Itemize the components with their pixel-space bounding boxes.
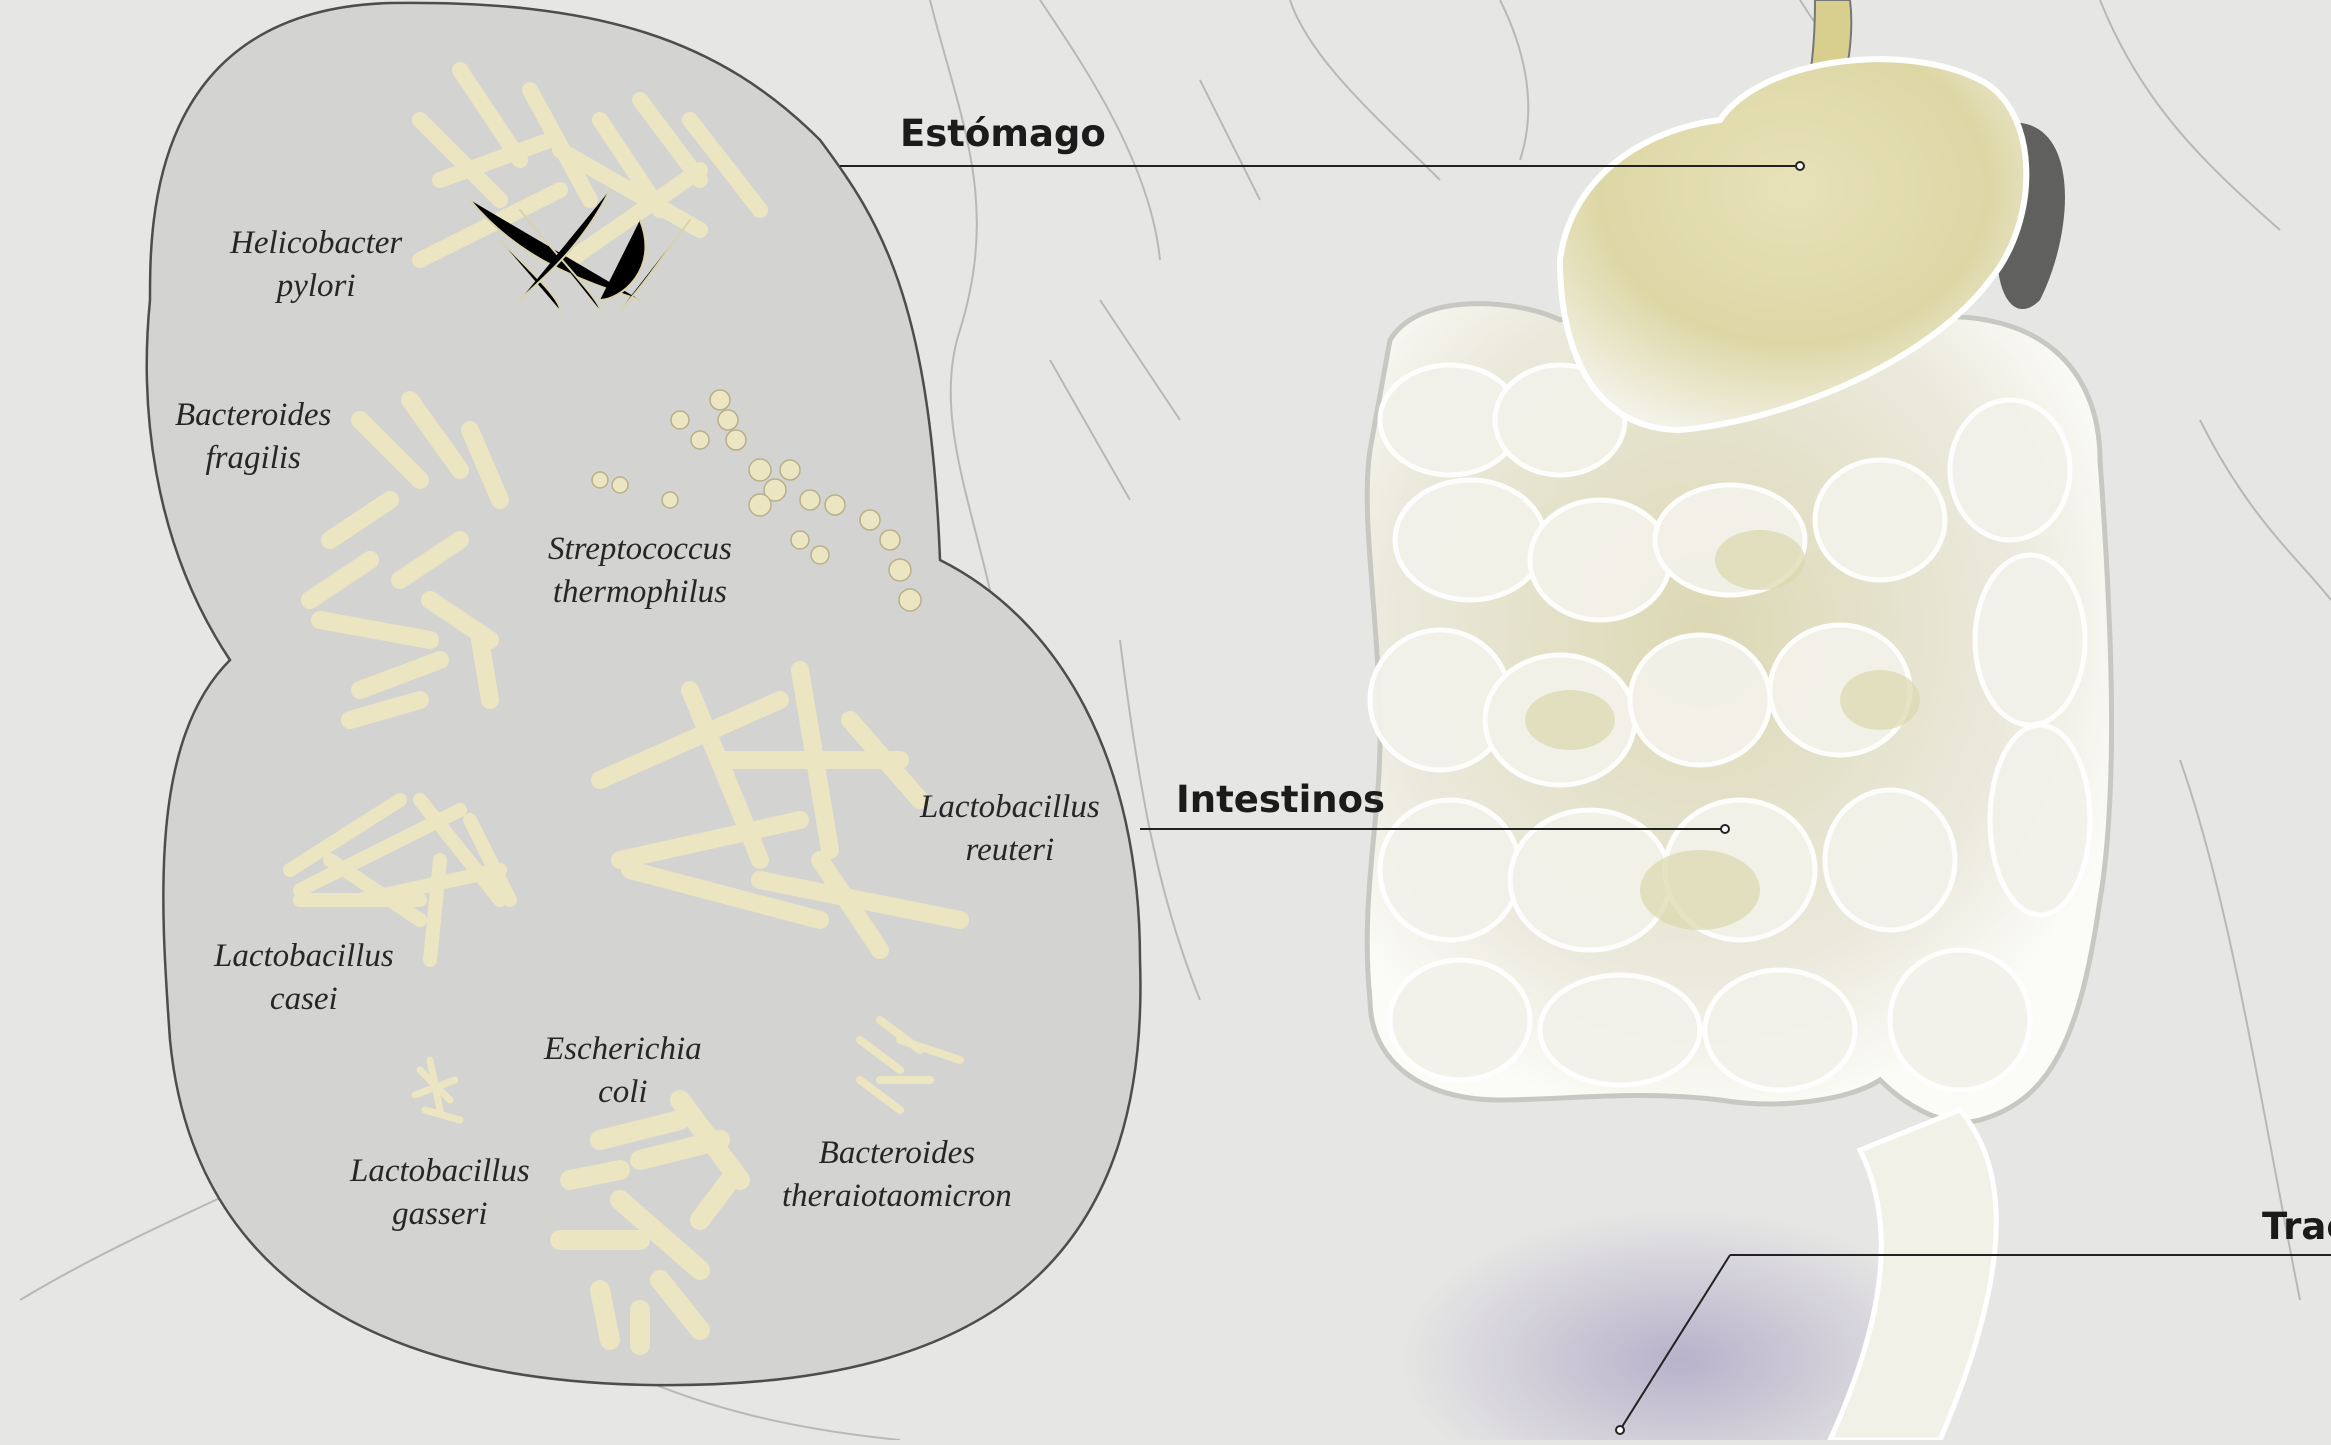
intestines-shape <box>1367 304 2111 1122</box>
species-escherichia-coli: Escherichia coli <box>544 1028 702 1114</box>
species-line2: casei <box>214 978 394 1021</box>
species-lactobacillus-reuteri: Lactobacillus reuteri <box>920 786 1100 872</box>
label-tract: Trac <box>2262 1205 2331 1248</box>
species-helicobacter-pylori: Helicobacter pylori <box>230 222 402 308</box>
species-bacteroides-fragilis: Bacteroides fragilis <box>175 394 331 480</box>
species-line2: fragilis <box>175 437 331 480</box>
species-lactobacillus-gasseri: Lactobacillus gasseri <box>350 1150 530 1236</box>
species-line2: reuteri <box>920 829 1100 872</box>
species-line1: Streptococcus <box>548 528 732 571</box>
species-line2: coli <box>544 1071 702 1114</box>
label-intestines: Intestinos <box>1176 778 1385 821</box>
species-line1: Lactobacillus <box>350 1150 530 1193</box>
species-bacteroides-theraiotaomicron: Bacteroides theraiotaomicron <box>782 1132 1012 1218</box>
species-line2: gasseri <box>350 1193 530 1236</box>
species-line1: Escherichia <box>544 1028 702 1071</box>
species-line1: Lactobacillus <box>920 786 1100 829</box>
species-line2: thermophilus <box>548 571 732 614</box>
species-line1: Lactobacillus <box>214 935 394 978</box>
species-line2: theraiotaomicron <box>782 1175 1012 1218</box>
label-stomach: Estómago <box>900 112 1106 155</box>
species-line1: Bacteroides <box>782 1132 1012 1175</box>
species-streptococcus-thermophilus: Streptococcus thermophilus <box>548 528 732 614</box>
species-line1: Helicobacter <box>230 222 402 265</box>
species-line2: pylori <box>230 265 402 308</box>
species-lactobacillus-casei: Lactobacillus casei <box>214 935 394 1021</box>
species-line1: Bacteroides <box>175 394 331 437</box>
